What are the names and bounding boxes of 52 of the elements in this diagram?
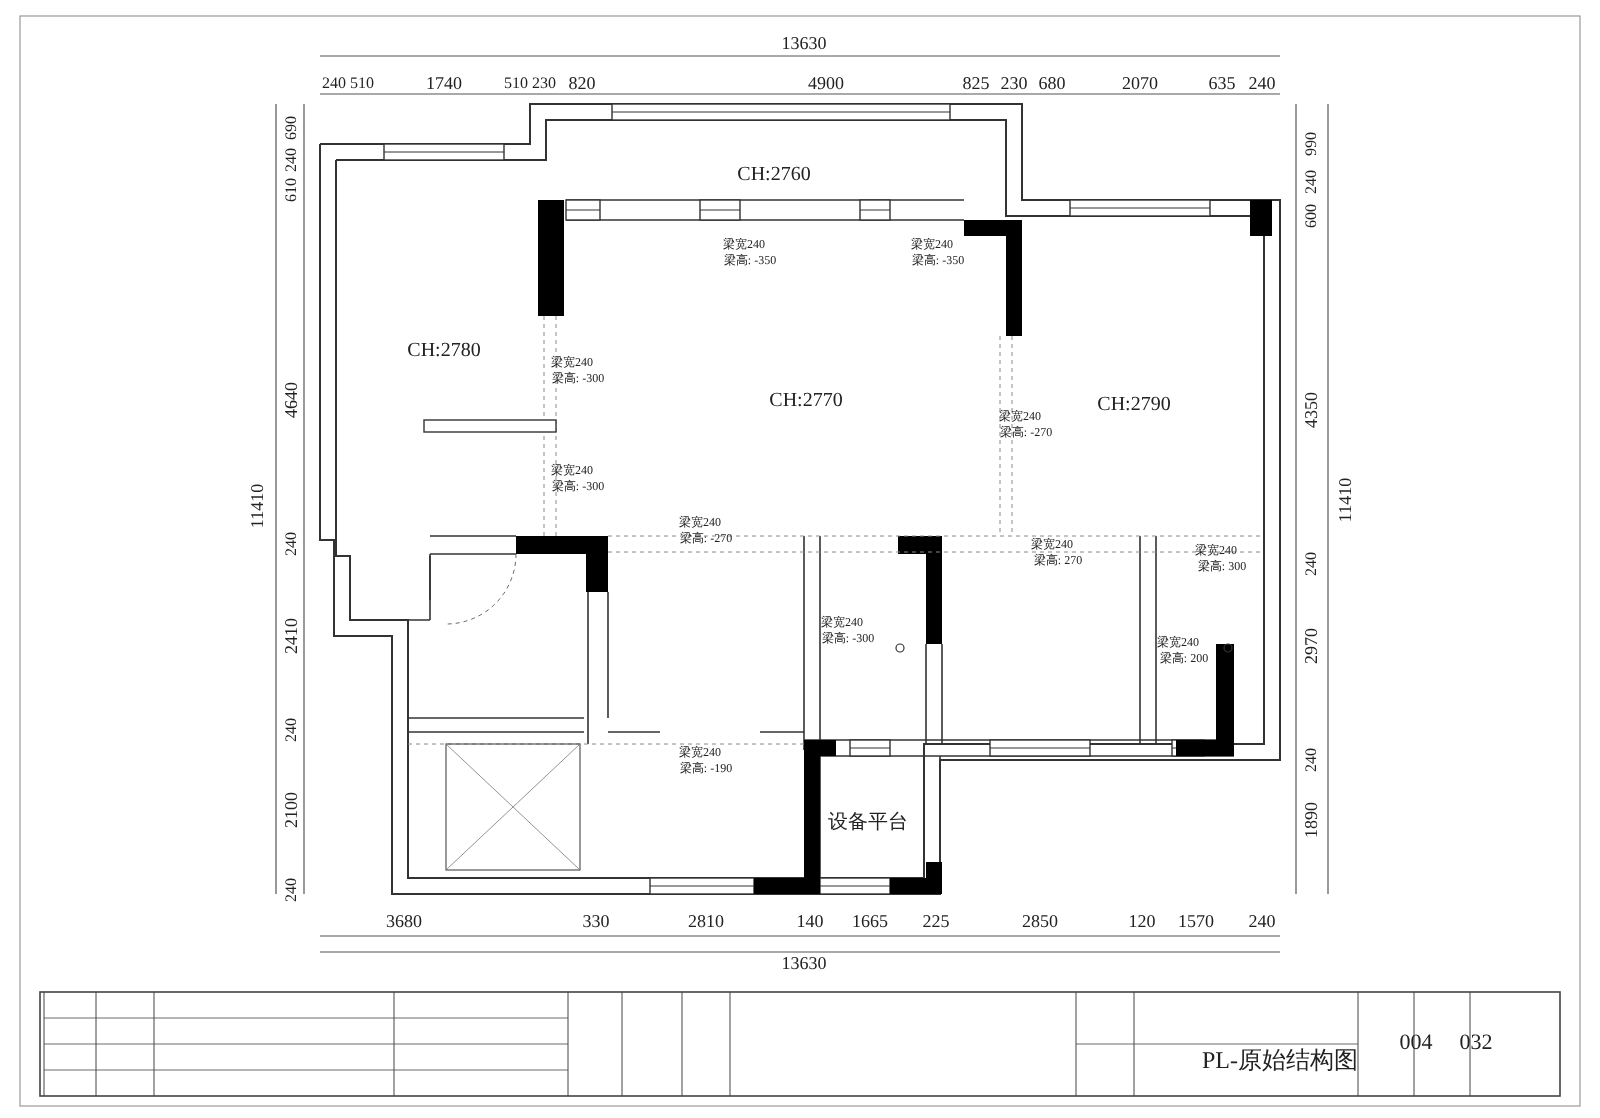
dimension-label: 3680 [386, 913, 422, 931]
dimension-label: 11410 [249, 483, 267, 529]
dimension-label: 1740 [426, 75, 462, 93]
dimension-label: 825 [962, 75, 990, 93]
dimension-label: 240 [322, 76, 346, 92]
dimension-label: 140 [796, 913, 824, 931]
dimension-label: 240 [284, 148, 300, 172]
dimension-label: 610 [284, 178, 300, 202]
dimension-label: 230 [1000, 75, 1028, 93]
dimension-label: 510 [350, 76, 374, 92]
dimension-label: 225 [922, 913, 950, 931]
ceiling-height-label: CH:2770 [769, 392, 843, 412]
dimension-label: 820 [568, 75, 596, 93]
dimension-label: 680 [1038, 75, 1066, 93]
dimension-label: 2850 [1022, 913, 1058, 931]
dimension-label: 690 [284, 116, 300, 140]
dimension-label: 240 [284, 532, 300, 556]
dimension-label: 600 [1304, 204, 1320, 228]
drawing-title: PL-原始结构图 [1202, 1048, 1358, 1072]
dimension-label: 240 [284, 718, 300, 742]
dimension-label: 990 [1304, 132, 1320, 156]
dimension-label: 11410 [1337, 477, 1355, 523]
dimension-label: 240 [1248, 913, 1276, 931]
dimension-label: 4350 [1303, 392, 1321, 428]
ceiling-height-label: CH:2760 [737, 166, 811, 186]
dimension-label: 2810 [688, 913, 724, 931]
dimension-label: 240 [1248, 75, 1276, 93]
dimension-label: 1665 [852, 913, 888, 931]
dimension-label: 1890 [1303, 802, 1321, 838]
sheet-number: 004 [1399, 1033, 1433, 1055]
dimension-label: 2410 [283, 618, 301, 654]
ceiling-height-label: CH:2790 [1097, 396, 1171, 416]
dimension-label: 2070 [1122, 75, 1158, 93]
dimension-label: 4900 [808, 75, 844, 93]
dimension-label: 510 [504, 76, 528, 92]
dimension-label: 2970 [1303, 628, 1321, 664]
dimension-label: 4640 [283, 382, 301, 418]
dimension-label: 240 [1304, 170, 1320, 194]
dimension-label: 230 [532, 76, 556, 92]
dimension-label: 635 [1208, 75, 1236, 93]
sheet-number: 032 [1459, 1033, 1493, 1055]
dimension-label: 2100 [283, 792, 301, 828]
ceiling-height-label: CH:2780 [407, 342, 481, 362]
dimension-label: 240 [284, 878, 300, 902]
dimension-label: 330 [582, 913, 610, 931]
dimension-label: 13630 [781, 955, 827, 973]
room-label: 设备平台 [828, 814, 908, 834]
dimension-label: 240 [1304, 552, 1320, 576]
dimension-label: 1570 [1178, 913, 1214, 931]
dimension-label: 120 [1128, 913, 1156, 931]
dimension-label: 240 [1304, 748, 1320, 772]
dimension-label: 13630 [781, 35, 827, 53]
